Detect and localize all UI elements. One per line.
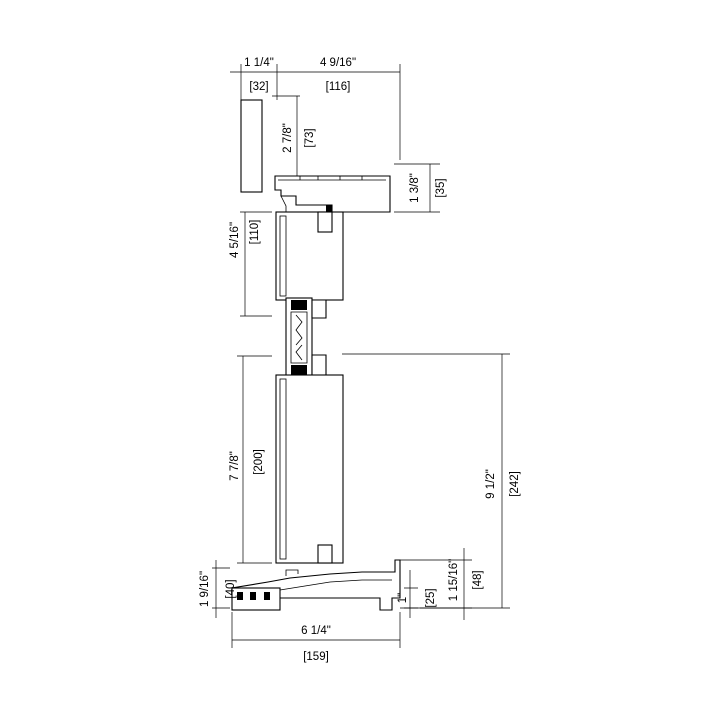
- dim-sill-right-imperial: 1 15/16": [448, 559, 460, 601]
- dim-lower-sash-imperial: 7 7/8": [229, 451, 241, 481]
- lower-sash: [275, 374, 344, 564]
- dim-overall-metric: [242]: [509, 471, 521, 497]
- dim-sill-step-imperial: 1": [397, 593, 409, 603]
- dim-sill-left-metric: [40]: [225, 579, 237, 598]
- dim-top-left-metric: [32]: [249, 81, 268, 93]
- dim-sill-step-metric: [25]: [425, 588, 437, 607]
- dim-upper-sash-imperial: 4 5/16": [229, 222, 241, 258]
- dim-width-metric: [159]: [303, 651, 329, 663]
- dim-rail-imperial: 1 3/8": [409, 173, 421, 203]
- dim-overall-imperial: 9 1/2": [485, 469, 497, 499]
- dim-sill-right-metric: [48]: [472, 570, 484, 589]
- dim-head-metric: [73]: [304, 128, 316, 147]
- dim-top-right-imperial: 4 9/16": [320, 57, 356, 69]
- dim-top-left-imperial: 1 1/4": [244, 57, 274, 69]
- dim-width-imperial: 6 1/4": [301, 625, 331, 637]
- dim-rail-metric: [35]: [435, 178, 447, 197]
- dimension-lines: [212, 64, 510, 648]
- dim-top-right-metric: [116]: [326, 81, 351, 93]
- dim-lower-sash-metric: [200]: [253, 449, 265, 475]
- dimension-labels: 1 1/4" [32] 4 9/16" [116] 2 7/8" [73] 1 …: [199, 57, 521, 663]
- meeting-rail: [285, 297, 327, 379]
- dim-head-imperial: 2 7/8": [282, 123, 294, 153]
- dim-sill-left-imperial: 1 9/16": [199, 571, 211, 607]
- dim-upper-sash-metric: [110]: [249, 220, 261, 245]
- head-jamb: [274, 175, 391, 213]
- window-profile: [231, 99, 401, 611]
- head-trim: [240, 99, 263, 193]
